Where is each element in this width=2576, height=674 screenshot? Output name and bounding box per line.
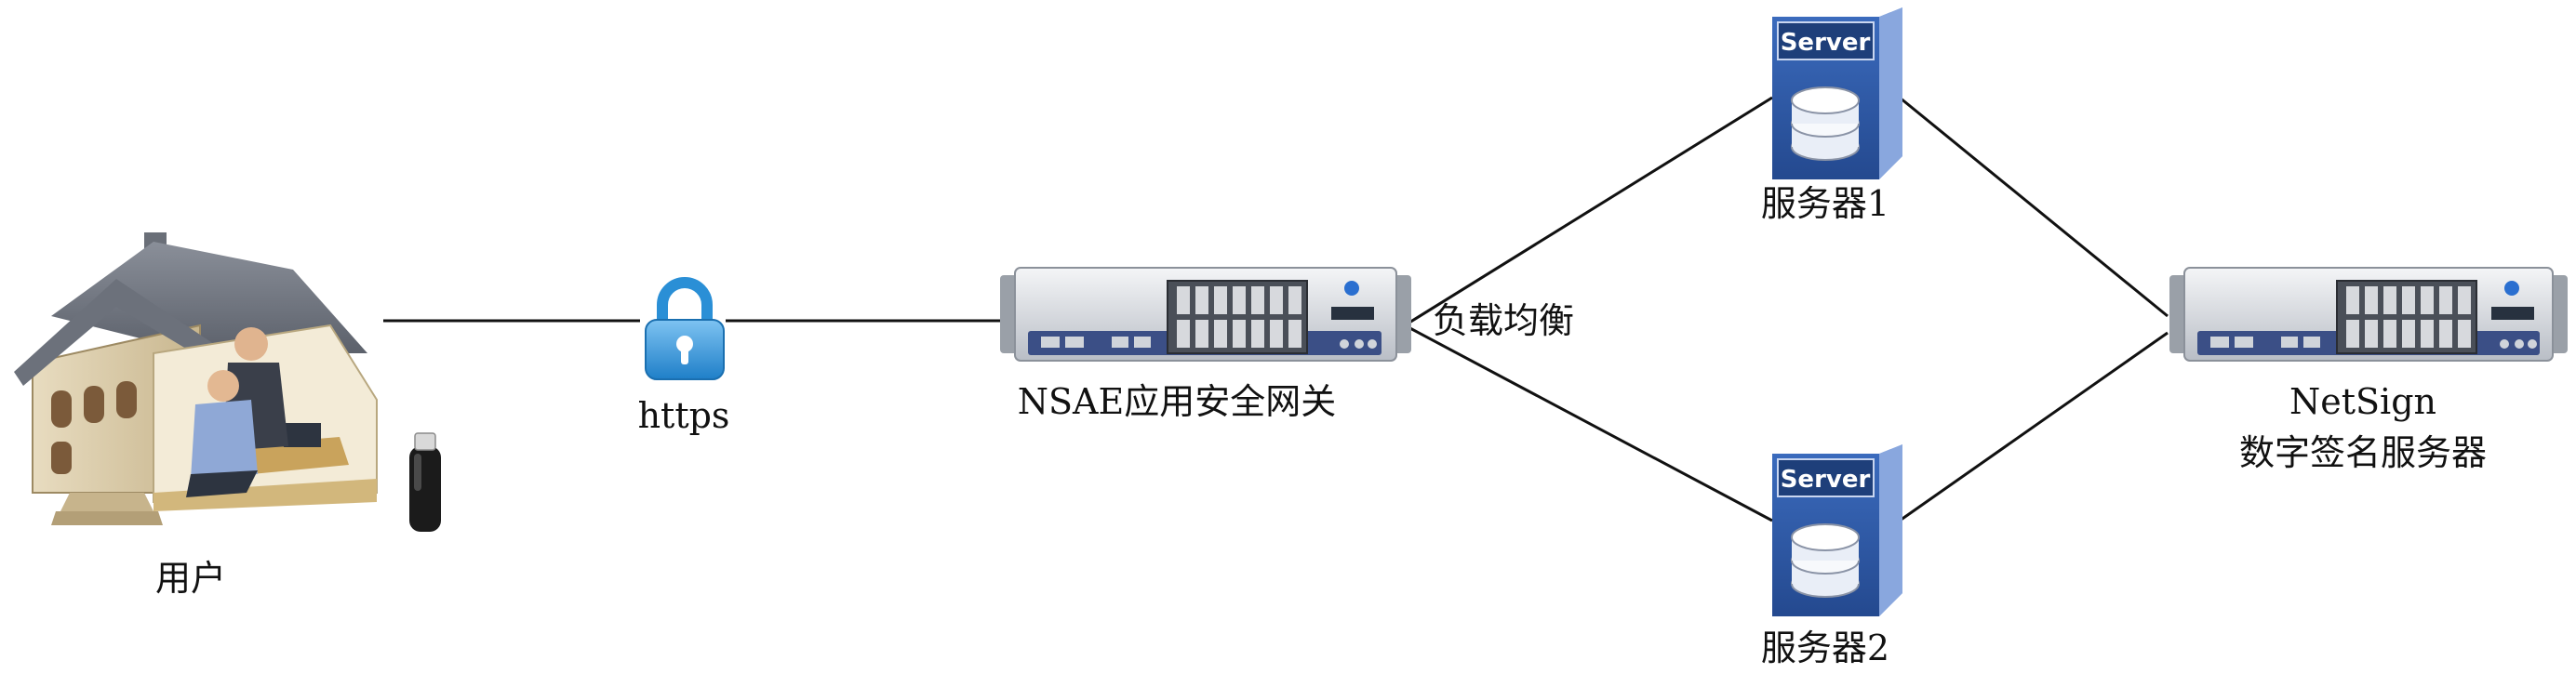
server2-badge: Server <box>1781 466 1871 494</box>
database-server-icon: Server <box>1772 444 1902 616</box>
netsign-label-line1: NetSign <box>2289 381 2436 422</box>
https-label: https <box>638 395 730 436</box>
server1-label: 服务器1 <box>1761 183 1889 224</box>
edge-server1-netsign <box>1899 96 2169 318</box>
edge-gateway-server1 <box>1404 96 1773 327</box>
server2-label: 服务器2 <box>1761 628 1889 668</box>
rack-server-appliance-icon <box>2169 267 2568 362</box>
netsign-label-line2: 数字签名服务器 <box>2239 432 2487 473</box>
database-server-icon: Server <box>1772 7 1902 179</box>
rack-server-appliance-icon <box>1000 267 1411 362</box>
server1-badge: Server <box>1781 29 1871 57</box>
edge-server2-netsign <box>1899 331 2169 522</box>
padlock-icon <box>645 277 725 380</box>
connections <box>383 96 2169 522</box>
usb-key-icon <box>409 432 441 532</box>
user-label: 用户 <box>155 558 226 599</box>
house-with-users-icon <box>14 232 378 525</box>
gateway-label: NSAE应用安全网关 <box>1018 381 1336 422</box>
load-balance-label: 负载均衡 <box>1433 300 1574 341</box>
edge-gateway-server2 <box>1404 324 1773 522</box>
